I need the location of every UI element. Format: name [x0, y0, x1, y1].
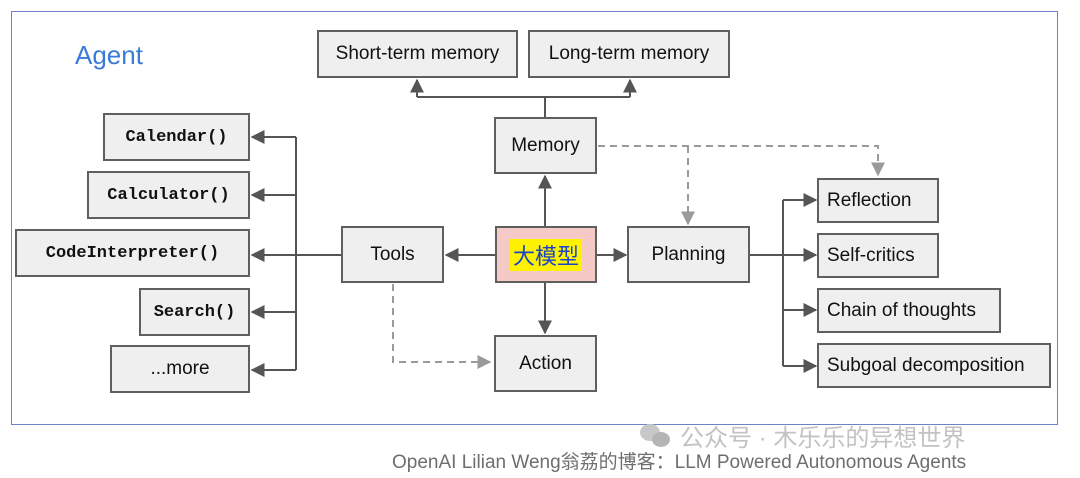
short-term-memory-box: Short-term memory [317, 30, 518, 78]
core-llm-label: 大模型 [509, 238, 582, 271]
wechat-icon [640, 423, 672, 448]
planning-item-subgoal-decomposition: Subgoal decomposition [817, 343, 1051, 388]
planning-item-self-critics: Self-critics [817, 233, 939, 278]
tool-item-label: CodeInterpreter() [45, 243, 220, 263]
diagram-title: Agent [75, 40, 143, 70]
dashed-tools-action [392, 284, 492, 369]
planning-item-label: Reflection [827, 189, 912, 211]
source-credit: OpenAI Lilian Weng翁荔的博客：LLM Powered Auto… [392, 452, 967, 473]
planning-item-label: Self-critics [827, 244, 915, 266]
agent-diagram-frame [11, 11, 1058, 425]
planning-item-label: Subgoal decomposition [827, 354, 1025, 376]
short-term-memory-label: Short-term memory [335, 43, 500, 64]
planning-item-reflection: Reflection [817, 178, 939, 223]
tool-item-calculator: Calculator() [87, 171, 250, 219]
planning-box: Planning [627, 226, 750, 283]
long-term-memory-label: Long-term memory [548, 43, 710, 64]
action-box: Action [494, 335, 597, 392]
planning-label: Planning [651, 243, 726, 265]
tool-item-codeinterpreter: CodeInterpreter() [15, 229, 250, 277]
tool-item-calendar: Calendar() [103, 113, 250, 161]
action-label: Action [519, 352, 572, 374]
tool-item-label: Calendar() [125, 127, 228, 147]
tool-item-label: Search() [153, 302, 236, 322]
core-llm-box: 大模型 [495, 226, 597, 283]
tool-item-label: Calculator() [107, 185, 230, 205]
tools-label: Tools [370, 243, 415, 265]
tools-box: Tools [341, 226, 444, 283]
tool-item-more: ...more [110, 345, 250, 393]
planning-item-label: Chain of thoughts [827, 299, 976, 321]
dashed-memory-reflection [598, 145, 885, 177]
watermark-text: 公众号 · 木乐乐的异想世界 [680, 425, 966, 452]
tool-item-search: Search() [139, 288, 250, 336]
long-term-memory-box: Long-term memory [528, 30, 730, 78]
memory-box: Memory [494, 117, 597, 174]
planning-item-chain-of-thoughts: Chain of thoughts [817, 288, 1001, 333]
wechat-watermark: 公众号 · 木乐乐的异想世界 [640, 418, 965, 453]
tool-item-label: ...more [150, 358, 210, 379]
memory-label: Memory [511, 134, 580, 156]
